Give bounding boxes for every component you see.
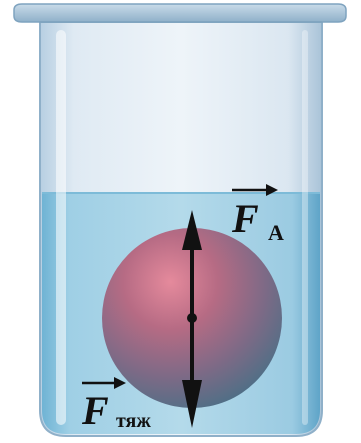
buoyant-force-symbol: F (231, 196, 259, 241)
glass-highlight-left (56, 30, 66, 425)
buoyant-force-subscript: A (268, 220, 284, 245)
glass-highlight-right (302, 30, 308, 425)
beaker-rim (14, 4, 346, 22)
gravity-force-subscript: тяж (116, 410, 151, 432)
center-point (187, 313, 197, 323)
gravity-force-symbol: F (81, 388, 109, 433)
